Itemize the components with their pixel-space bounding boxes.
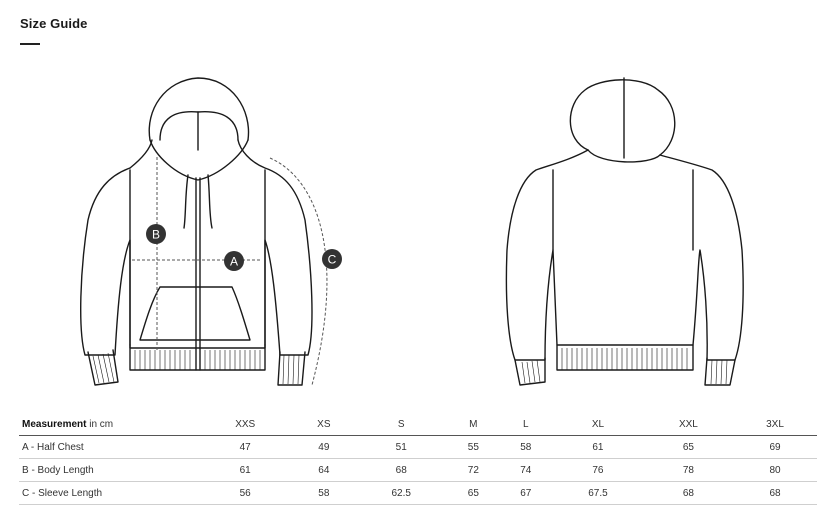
table-row: B - Body Length 61 64 68 72 74 76 78 80: [19, 458, 817, 482]
row-label: B - Body Length: [19, 458, 198, 482]
measurement-label: Measurement: [22, 418, 87, 430]
size-header: S: [355, 413, 448, 436]
table-cell: 68: [733, 481, 817, 505]
table-cell: 58: [499, 435, 553, 459]
table-cell: 65: [643, 435, 733, 459]
table-cell: 49: [292, 435, 356, 459]
table-cell: 61: [198, 458, 293, 482]
table-cell: 80: [733, 458, 817, 482]
size-table: Measurement in cm XXS XS S M L XL XXL 3X…: [19, 413, 817, 505]
measurement-header: Measurement in cm: [19, 413, 198, 436]
size-header: M: [447, 413, 500, 436]
measure-b-marker: B: [146, 224, 166, 244]
table-header-row: Measurement in cm XXS XS S M L XL XXL 3X…: [19, 413, 817, 436]
table-cell: 58: [292, 481, 356, 505]
back-hoodie-drawing: [505, 77, 744, 386]
table-cell: 68: [643, 481, 733, 505]
size-header: 3XL: [733, 413, 817, 436]
hoodie-illustration: A B C: [80, 77, 744, 386]
table-cell: 62.5: [355, 481, 448, 505]
size-header: XXS: [198, 413, 293, 436]
marker-c-label: C: [328, 253, 337, 267]
title-underline: [20, 43, 40, 45]
table-row: A - Half Chest 47 49 51 55 58 61 65 69: [19, 435, 817, 459]
front-ribbing: [92, 350, 300, 385]
table-cell: 74: [499, 458, 553, 482]
marker-a-label: A: [230, 255, 238, 269]
table-cell: 47: [198, 435, 293, 459]
table-row: C - Sleeve Length 56 58 62.5 65 67 67.5 …: [19, 481, 817, 505]
measure-c-marker: C: [322, 249, 342, 269]
page-title: Size Guide: [20, 16, 88, 31]
table-cell: 69: [733, 435, 817, 459]
size-header: XS: [292, 413, 356, 436]
front-hoodie-drawing: [80, 77, 313, 386]
measure-c-line: [269, 157, 328, 386]
table-cell: 65: [447, 481, 500, 505]
table-cell: 55: [447, 435, 500, 459]
table-cell: 51: [355, 435, 448, 459]
table-cell: 68: [355, 458, 448, 482]
table-cell: 61: [552, 435, 644, 459]
table-cell: 72: [447, 458, 500, 482]
size-header: L: [499, 413, 553, 436]
row-label: C - Sleeve Length: [19, 481, 198, 505]
size-header: XL: [552, 413, 644, 436]
marker-b-label: B: [152, 228, 160, 242]
unit-label: in cm: [86, 418, 114, 430]
table-cell: 64: [292, 458, 356, 482]
back-ribbing: [521, 348, 728, 385]
table-cell: 67.5: [552, 481, 644, 505]
table-cell: 76: [552, 458, 644, 482]
table-cell: 78: [643, 458, 733, 482]
table-cell: 56: [198, 481, 293, 505]
size-header: XXL: [643, 413, 733, 436]
measure-a-marker: A: [224, 251, 244, 271]
table-cell: 67: [499, 481, 553, 505]
row-label: A - Half Chest: [19, 435, 198, 459]
